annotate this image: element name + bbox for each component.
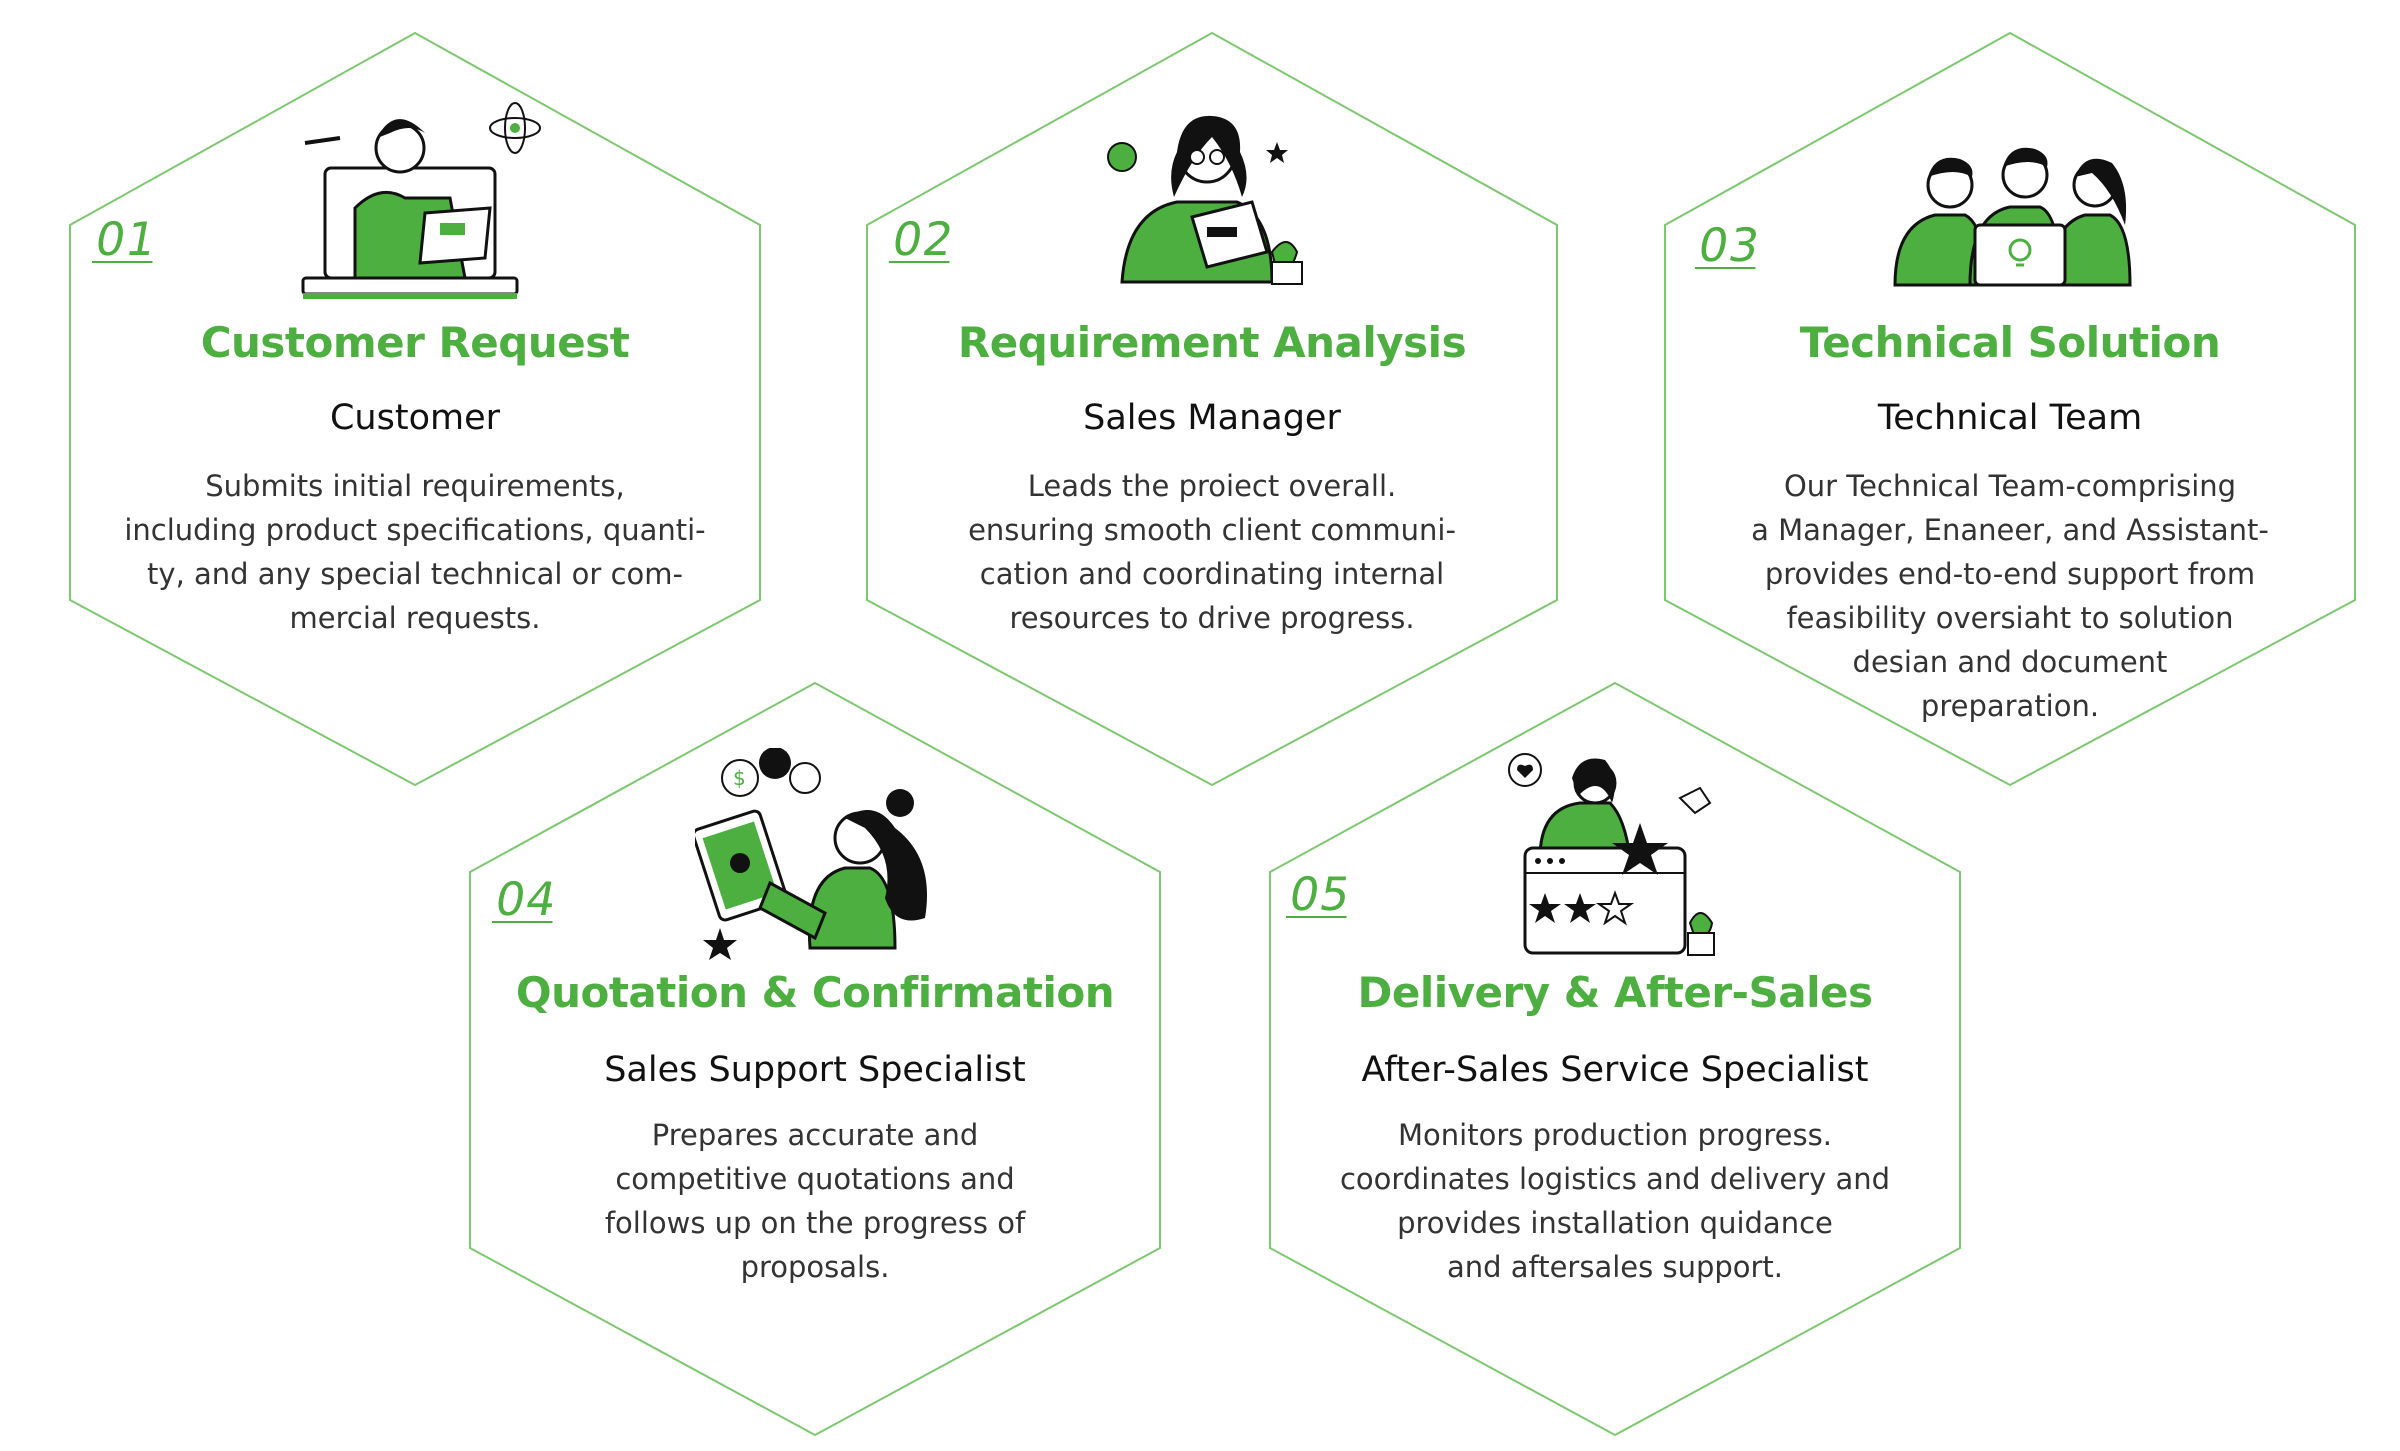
description-line: mercial requests.	[289, 601, 541, 635]
hexagon-step-5	[1269, 681, 1961, 1437]
after-sales-rating-illustration	[1508, 753, 1715, 956]
description-line: ensuring smooth client communi-	[968, 513, 1456, 547]
step-description: Monitors production progress. coordinate…	[1270, 1113, 1960, 1289]
step-description: Submits initial requirements, including …	[70, 464, 760, 640]
step-description: Leads the proiect overall. ensuring smoo…	[867, 464, 1557, 640]
hexagon-step-4	[469, 681, 1161, 1437]
step-number: 01	[91, 212, 162, 266]
svg-text:$: $	[733, 766, 746, 790]
description-line: Prepares accurate and	[651, 1118, 979, 1152]
hexagon-step-1	[69, 31, 761, 787]
step-title: Quotation & Confirmation	[515, 968, 1115, 1017]
hexagon-step-2	[866, 31, 1558, 787]
description-line: Monitors production progress.	[1398, 1118, 1832, 1152]
description-line: follows up on the progress of	[604, 1206, 1026, 1240]
step-card-4: 04 $ Quotation & Confirmation Sales Supp…	[470, 650, 1160, 1440]
step-role: After-Sales Service Specialist	[1361, 1050, 1869, 1090]
description-line: proposals.	[740, 1250, 890, 1284]
technical-team-illustration	[1893, 147, 2132, 287]
description-line: provides installation quidance	[1397, 1206, 1833, 1240]
step-card-2: 02 Requirement Analysis Sales Manager Le…	[867, 0, 1557, 790]
description-line: ty, and any special technical or com-	[147, 557, 683, 591]
step-number: 04	[491, 872, 562, 926]
description-line: Leads the proiect overall.	[1027, 469, 1397, 503]
step-role: Customer	[329, 398, 500, 438]
sales-manager-reading-illustration	[1107, 115, 1303, 285]
step-role: Technical Team	[1877, 398, 2143, 438]
step-title: Requirement Analysis	[957, 318, 1467, 367]
step-card-1: 01 Customer Request Customer Submits ini…	[70, 0, 760, 790]
step-title: Delivery & After-Sales	[1357, 968, 1873, 1017]
step-number: 05	[1285, 867, 1356, 921]
step-card-5: 05 Delivery & After-Sales After-Sales Se…	[1270, 650, 1960, 1440]
description-line: Submits initial requirements,	[205, 469, 625, 503]
step-number: 02	[888, 212, 959, 266]
step-description: Prepares accurate and competitive quotat…	[470, 1113, 1160, 1289]
description-line: desian and document	[1852, 645, 2168, 679]
description-line: resources to drive progress.	[1009, 601, 1415, 635]
description-line: including product specifications, quanti…	[124, 513, 706, 547]
step-description: Our Technical Team-comprising a Manager,…	[1665, 464, 2355, 728]
step-role: Sales Support Specialist	[604, 1050, 1026, 1090]
description-line: cation and coordinating internal	[979, 557, 1445, 591]
description-line: coordinates logistics and delivery and	[1339, 1162, 1891, 1196]
step-title: Customer Request	[200, 318, 630, 367]
description-line: a Manager, Enaneer, and Assistant-	[1751, 513, 2269, 547]
description-line: feasibility oversiaht to solution	[1786, 601, 2234, 635]
step-number: 03	[1694, 218, 1765, 272]
hexagon-step-3	[1664, 31, 2356, 787]
sales-support-tablet-illustration: $	[695, 748, 927, 960]
step-card-3: 03 Technical Solution Technical Team Our…	[1665, 0, 2355, 790]
description-line: Our Technical Team-comprising	[1783, 469, 2237, 503]
customer-laptop-illustration	[301, 102, 541, 299]
description-line: and aftersales support.	[1446, 1250, 1784, 1284]
description-line: preparation.	[1920, 689, 2100, 723]
step-role: Sales Manager	[1083, 398, 1341, 438]
description-line: provides end-to-end support from	[1764, 557, 2256, 591]
step-title: Technical Solution	[1799, 318, 2221, 367]
description-line: competitive quotations and	[615, 1162, 1015, 1196]
